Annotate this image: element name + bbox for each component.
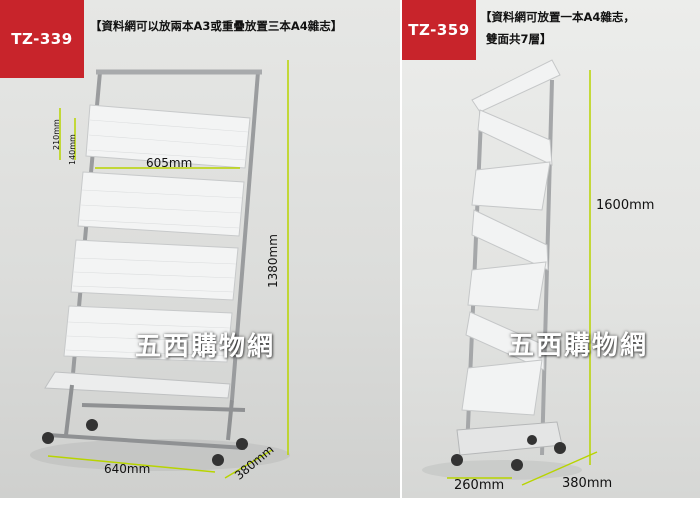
tz339-width-label: 605mm bbox=[146, 156, 193, 170]
tz339-model-badge: TZ-339 bbox=[0, 0, 84, 78]
tz339-watermark: 五西購物網 bbox=[135, 332, 276, 362]
tz359-model-label: TZ-359 bbox=[408, 21, 470, 39]
tz359-height-label: 1600mm bbox=[596, 198, 655, 213]
right-product-panel: TZ-359 【資料網可放置一本A4雜志， 雙面共7層】 1600mm 260m… bbox=[402, 0, 700, 498]
left-product-panel: TZ-339 【資料網可以放兩本A3或重疊放置三本A4雜志】 605mm 138… bbox=[0, 0, 400, 498]
tz359-base-depth-label: 380mm bbox=[562, 476, 613, 491]
tz339-shelf-210-label: 210mm bbox=[52, 119, 61, 150]
tz339-model-label: TZ-339 bbox=[11, 30, 73, 48]
panel-divider bbox=[400, 0, 402, 510]
tz339-height-label: 1380mm bbox=[266, 234, 280, 288]
tz359-model-badge: TZ-359 bbox=[402, 0, 476, 60]
tz339-caption: 【資料網可以放兩本A3或重疊放置三本A4雜志】 bbox=[90, 19, 343, 33]
tz339-rack-drawing bbox=[30, 60, 290, 479]
tz359-base-width-label: 260mm bbox=[454, 478, 505, 493]
tz359-rack-drawing bbox=[422, 59, 598, 486]
tz359-caption-line2: 雙面共7層】 bbox=[486, 32, 552, 46]
tz339-shelf-140-label: 140mm bbox=[68, 134, 77, 165]
tz359-watermark: 五西購物網 bbox=[508, 331, 649, 361]
tz339-base-width-label: 640mm bbox=[104, 462, 151, 476]
tz359-caption-line1: 【資料網可放置一本A4雜志， bbox=[480, 10, 635, 24]
